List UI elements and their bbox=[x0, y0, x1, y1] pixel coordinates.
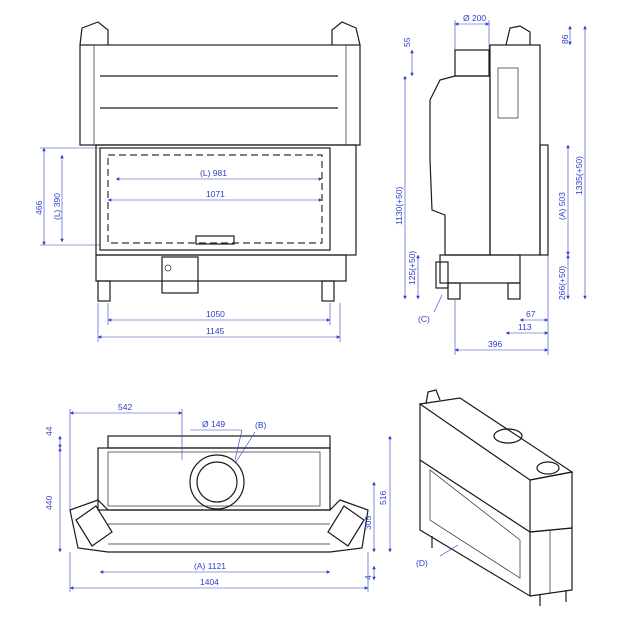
front-air-box bbox=[161, 256, 199, 294]
iso-hood-front bbox=[419, 404, 531, 534]
top-rail bbox=[107, 435, 331, 449]
callout-c: (C) bbox=[418, 314, 430, 324]
front-base bbox=[95, 254, 347, 282]
corner-right bbox=[327, 505, 365, 547]
dim-height-125: 125(+50) bbox=[407, 251, 417, 285]
side-base bbox=[439, 254, 521, 284]
dim-width-total: 1145 bbox=[206, 326, 225, 336]
dim-depth-396: 396 bbox=[488, 339, 502, 349]
dim-top-flue-dia: Ø 149 bbox=[202, 419, 225, 429]
top-front-frame bbox=[69, 499, 369, 553]
dim-width-542: 542 bbox=[118, 402, 132, 412]
top-flue-inner bbox=[196, 461, 238, 503]
dim-305: 305 bbox=[363, 516, 373, 530]
side-back-body bbox=[489, 44, 541, 256]
side-flue-collar bbox=[454, 49, 490, 77]
top-body bbox=[97, 447, 331, 511]
dim-44: 44 bbox=[44, 426, 54, 436]
foot-right bbox=[321, 280, 335, 302]
dim-width-1404: 1404 bbox=[200, 577, 219, 587]
dim-glass-width: 1071 bbox=[206, 189, 225, 199]
dim-flue-dia: Ø 200 bbox=[463, 13, 486, 23]
iso-view: (D) bbox=[416, 389, 574, 606]
lifting-lug-left bbox=[79, 21, 109, 46]
iso-hood-side bbox=[529, 471, 573, 533]
dim-height-a503: (A) 503 bbox=[557, 192, 567, 220]
top-view: 542 Ø 149 (B) 44 440 516 305 4 (A) 1121 … bbox=[44, 402, 392, 592]
corner-left bbox=[75, 505, 113, 547]
dim-glass-l: (L) 981 bbox=[200, 168, 227, 178]
lifting-lug-right bbox=[331, 21, 361, 46]
side-foot-right bbox=[507, 282, 521, 300]
dim-height-total: 466 bbox=[34, 201, 44, 215]
side-foot-left bbox=[447, 282, 461, 300]
iso-flue-rear bbox=[493, 428, 523, 444]
side-door-frame bbox=[539, 144, 549, 256]
dim-top-55: 55 bbox=[402, 37, 412, 47]
dim-516: 516 bbox=[378, 491, 388, 505]
dim-top-86: 86 bbox=[560, 34, 570, 44]
callout-d: (D) bbox=[416, 558, 428, 568]
dim-440: 440 bbox=[44, 496, 54, 510]
iso-side-panel bbox=[529, 527, 573, 597]
front-view: (L) 981 1071 1050 1145 466 (L) 390 bbox=[34, 21, 361, 342]
side-air-inlet bbox=[435, 261, 449, 289]
side-view: Ø 200 55 86 1130(+50) 125(+50) 1335(+50)… bbox=[394, 13, 587, 355]
front-handle bbox=[195, 235, 235, 245]
dim-width-a1121: (A) 1121 bbox=[194, 561, 226, 571]
dim-height-266: 266(+50) bbox=[557, 266, 567, 300]
iso-glass-box bbox=[419, 460, 531, 598]
side-lifting-lug bbox=[505, 25, 531, 46]
front-hood bbox=[79, 44, 361, 146]
foot-left bbox=[97, 280, 111, 302]
dim-height-glass: (L) 390 bbox=[52, 193, 62, 220]
dim-height-1335: 1335(+50) bbox=[574, 156, 584, 195]
side-front-section bbox=[429, 75, 491, 256]
dim-depth-113: 113 bbox=[518, 322, 532, 332]
top-flue-outer bbox=[189, 454, 245, 510]
callout-b: (B) bbox=[255, 420, 267, 430]
dim-depth-67: 67 bbox=[526, 309, 536, 319]
dim-width-inner: 1050 bbox=[206, 309, 225, 319]
iso-flue-front bbox=[536, 461, 560, 475]
dim-height-1130: 1130(+50) bbox=[394, 186, 404, 225]
